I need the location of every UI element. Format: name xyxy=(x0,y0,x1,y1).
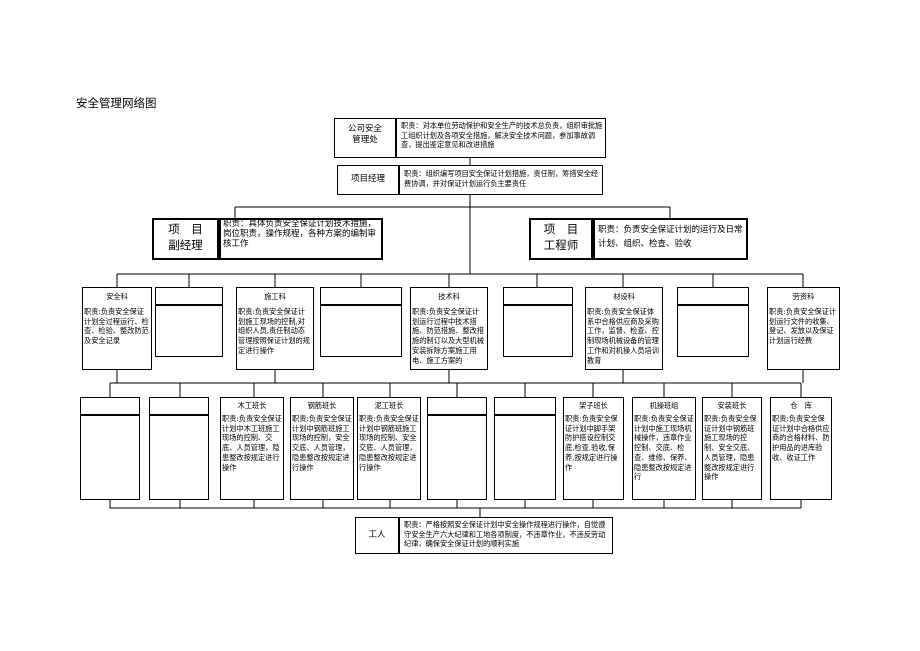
dept-duty: 职责:负责安全保证计划运行过程中技术措施、防范措施、整改措施的制订以及大型机械安… xyxy=(412,307,484,365)
dept-name: 施工科 xyxy=(264,292,286,301)
team-box xyxy=(357,397,421,500)
team-name: 泥工班长 xyxy=(374,401,404,410)
engineer-duty: 职责：负责安全保证计划的运行及日常计划、组织、检查、验收 xyxy=(598,225,743,249)
team-box xyxy=(427,397,487,415)
page-title: 安全管理网络图 xyxy=(76,96,157,110)
team-box xyxy=(494,397,556,415)
team-box xyxy=(770,397,832,500)
pm-name-box xyxy=(337,165,399,195)
team-box xyxy=(149,415,209,500)
dept-name: 技术科 xyxy=(438,292,460,301)
dept-box xyxy=(677,305,749,357)
team-name: 安装班长 xyxy=(717,401,747,410)
company-duty-box xyxy=(396,118,606,158)
pm-duty-box xyxy=(399,165,603,195)
engineer-name: 项 目 工程师 xyxy=(543,222,579,252)
team-duty: 职责:负责安全保证计划中钢筋班施工现场的控制、安全交底、人员管理，隐患整改按规定… xyxy=(359,414,419,472)
dept-duty: 职责:负责安全保证体系中合格供应商及采购工作，监督、检查、控制现场机械设备的管理… xyxy=(587,307,659,365)
team-name: 木工班长 xyxy=(237,401,267,410)
worker-duty-box xyxy=(399,517,613,554)
dept-name: 安全科 xyxy=(106,292,128,301)
deputy-name-box xyxy=(152,218,219,260)
team-box xyxy=(220,397,284,500)
deputy-duty-box xyxy=(219,218,383,260)
team-name: 架子班长 xyxy=(579,401,608,410)
dept-duty: 职责:负责安全保证计划运行文件的收集、登记、发放以及保证计划运行经费 xyxy=(769,307,837,346)
company-duty: 职责：对本单位劳动保护和安全生产的技术总负责，组织审批施工组织计划及各项安全措施… xyxy=(401,121,603,150)
dept-duty: 职责:负责安全保证计划全过程运行、检查、检验、整改防范及安全记录 xyxy=(84,307,149,346)
dept-duty: 职责:负责安全保证计划施工现场的控制,对组织人员,责任制动态管理按照保证计划的规… xyxy=(238,307,310,355)
team-box xyxy=(632,397,696,500)
team-box xyxy=(563,397,624,500)
team-name: 钢筋班长 xyxy=(307,401,337,410)
dept-box xyxy=(677,287,749,305)
engineer-duty-box xyxy=(593,218,748,260)
team-duty: 职责:负责安全保证计划中施工现场机械操作，违章作业控制、交底、检查、维修、保养、… xyxy=(634,414,694,482)
team-box xyxy=(149,397,209,415)
company-name: 公司安全 管理处 xyxy=(347,124,382,146)
dept-box xyxy=(585,287,663,370)
team-duty: 职责:负责安全保证计划中脚手架防护搭设控制交底,检查,验收,保养,按规定进行操作 xyxy=(565,414,618,472)
dept-box xyxy=(82,287,152,370)
company-name-box xyxy=(334,118,396,158)
team-box xyxy=(702,397,762,500)
team-duty: 职责:负责安全保证计划中木工班施工现场的控制、交底、人员管理，隐患整改按规定进行… xyxy=(222,414,282,472)
team-box xyxy=(80,415,140,500)
dept-box xyxy=(236,287,314,370)
engineer-name-box xyxy=(529,218,593,260)
team-name: 机操班组 xyxy=(649,401,679,410)
dept-name: 材设科 xyxy=(613,292,635,301)
dept-box xyxy=(155,287,223,305)
dept-box xyxy=(410,287,488,370)
team-name: 仓 库 xyxy=(790,401,812,410)
team-duty: 职责:负责安全保证计划中钢筋班施工现场的控制，安全交底、人员管理，隐患整改按规定… xyxy=(292,414,352,472)
dept-name: 劳资科 xyxy=(792,292,815,301)
deputy-name: 项 目 副经理 xyxy=(168,222,203,252)
dept-box xyxy=(320,287,402,305)
team-box xyxy=(427,415,487,500)
dept-box xyxy=(155,305,223,357)
worker-name-box xyxy=(355,517,399,554)
team-box xyxy=(80,397,140,415)
pm-duty: 职责：组织编写项目安全保证计划措施，责任制，筹措安全经费协调，并对保证计划运行负… xyxy=(404,169,599,188)
dept-box xyxy=(503,305,573,357)
worker-duty: 职责：严格按照安全保证计划中安全操作规程进行操作，自觉遵守安全生产六大纪律和工地… xyxy=(404,520,606,549)
dept-box xyxy=(320,305,402,357)
team-duty: 职责:负责安全保证计划中合格供应商的合格材料、防护用品的进库验收、收证工作 xyxy=(772,414,830,462)
dept-box xyxy=(503,287,573,305)
team-duty: 职责:负责安全保证计划中钢筋班施工现场的控制、安全交底、人员管理，隐患整改按规定… xyxy=(704,414,757,482)
team-box xyxy=(290,397,354,500)
deputy-duty: 职责：具体负责安全保证计划技术措施，岗位职责，操作规程，各种方案的编制审核工作 xyxy=(223,219,377,250)
team-box xyxy=(494,415,556,500)
worker-name: 工人 xyxy=(368,530,386,540)
pm-name: 项目经理 xyxy=(350,174,385,184)
dept-box xyxy=(767,287,840,370)
